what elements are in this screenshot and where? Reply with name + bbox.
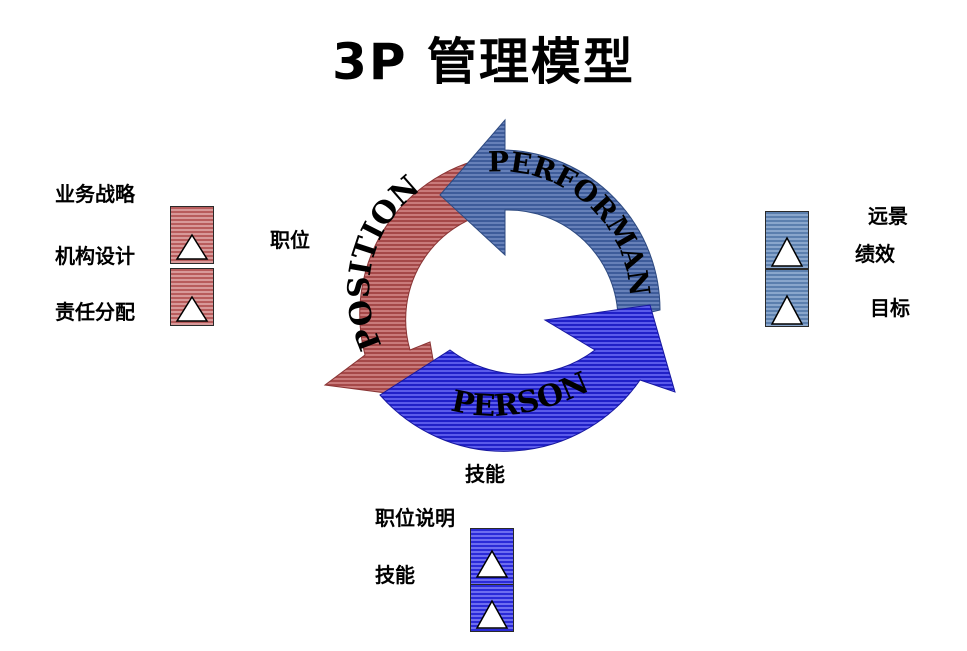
- triangle-icon: [770, 236, 804, 267]
- page-title: 3P 管理模型: [332, 33, 635, 91]
- position-label: 职位: [270, 228, 310, 252]
- performance-item-performance: 绩效: [855, 242, 895, 266]
- performance-item-goal: 目标: [870, 296, 910, 320]
- position-item-org-design: 机构设计: [55, 244, 135, 268]
- performance-item-vision: 远景: [868, 204, 908, 228]
- person-item-job-desc: 职位说明: [375, 506, 455, 530]
- triangle-icon: [175, 233, 209, 260]
- position-box-1: [170, 206, 214, 264]
- performance-box-1: [765, 211, 809, 269]
- person-label: 技能: [465, 462, 505, 486]
- person-box-2: [470, 584, 514, 632]
- performance-arc: [439, 118, 661, 321]
- position-item-strategy: 业务战略: [55, 182, 135, 206]
- position-item-responsibility: 责任分配: [55, 300, 135, 324]
- triangle-icon: [770, 294, 804, 325]
- position-arc: [323, 154, 506, 401]
- performance-box-2: [765, 269, 809, 327]
- position-box-2: [170, 268, 214, 326]
- triangle-icon: [475, 549, 509, 578]
- person-arc: [379, 304, 676, 452]
- triangle-icon: [475, 599, 509, 629]
- triangle-icon: [175, 295, 209, 322]
- person-item-skill: 技能: [375, 563, 415, 587]
- person-box-1: [470, 528, 514, 586]
- 3p-cycle-diagram: POSITION PERFORMANCE PERSON: [300, 110, 676, 452]
